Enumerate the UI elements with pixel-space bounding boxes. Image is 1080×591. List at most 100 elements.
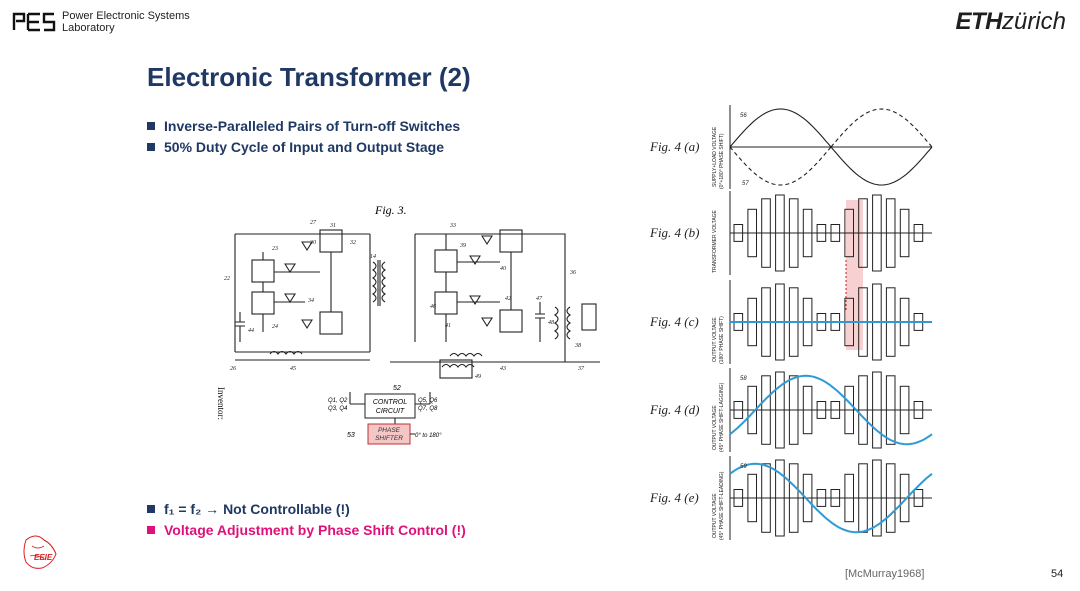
ref-label: 32: [349, 240, 356, 246]
ref-label: 45: [290, 365, 296, 372]
waveform-pulse: [733, 224, 744, 242]
ref-label: 38: [574, 343, 581, 349]
ref-label: 30: [309, 240, 316, 246]
waveform-pulse: [858, 198, 868, 268]
ref-label: 31: [329, 223, 336, 229]
pes-logo: [12, 12, 56, 32]
bullet-marker: [147, 121, 155, 130]
waveform-pulse: [844, 473, 854, 523]
slide-title: Electronic Transformer (2): [147, 62, 471, 92]
phase-label-1: PHASE: [378, 427, 401, 434]
waveform-pulse: [899, 473, 910, 523]
figure4-panel: Fig. 4 (b)TRANSFORMER VOLTAGE: [649, 191, 932, 275]
ref-label: 48: [548, 319, 554, 326]
figure3-circuit-schematic: CONTROL CIRCUIT 52 Q1, Q2 Q3, Q4 Q5, Q6 …: [216, 203, 600, 445]
bullet-item-frequency: f₁ = f₂ → Not Controllable (!): [147, 498, 466, 519]
bullet-item: Inverse-Paralleled Pairs of Turn-off Swi…: [147, 115, 460, 136]
phase-range: 0° to 180°: [415, 433, 442, 439]
waveform-pulse: [913, 224, 924, 242]
waveform-pulse: [747, 208, 758, 258]
ref-label: 42: [505, 295, 511, 302]
waveform-pulse: [775, 459, 785, 537]
ref-label: 24: [272, 323, 278, 330]
ref-label: 41: [445, 322, 451, 329]
phase-shift-highlight: [846, 200, 863, 350]
waveform-pulse: [830, 224, 841, 242]
ref-label: 36: [569, 270, 576, 276]
waveform-pulse: [775, 371, 785, 449]
waveform-pulse: [788, 375, 799, 445]
bullet-text: 50% Duty Cycle of Input and Output Stage: [164, 138, 445, 155]
figure3-caption: Fig. 3.: [374, 203, 407, 217]
switch-group-right: [434, 229, 523, 342]
page-number: 54: [1051, 568, 1064, 580]
ref-label: 44: [248, 327, 254, 334]
eth-logo-rest: zürich: [1001, 8, 1066, 35]
waveform-pulse: [885, 463, 896, 533]
waveform-pulse: [872, 371, 882, 449]
bullet-text: Voltage Adjustment by Phase Shift Contro…: [164, 521, 466, 538]
phase-label-2: SHIFTER: [375, 435, 403, 442]
waveform-pulse: [788, 463, 799, 533]
waveform-pulse: [816, 489, 827, 507]
bullet-marker: [147, 142, 155, 151]
waveform-pulse: [844, 385, 854, 435]
waveform-pulse: [858, 375, 868, 445]
waveform-line: [729, 108, 832, 148]
switch-group-left: [251, 229, 343, 335]
output-average-curve: [729, 462, 933, 534]
ref-label: 27: [310, 220, 317, 226]
waveform-line: [729, 146, 832, 186]
panel-ylabel: OUTPUT VOLTAGE: [712, 493, 718, 538]
output-average-curve: [729, 374, 933, 446]
waveform-line: [830, 108, 933, 148]
panel-ref-label: 56: [740, 113, 747, 119]
q-right-2: Q7, Q8: [418, 406, 438, 412]
panel-ylabel: TRANSFORMER VOLTAGE: [712, 209, 718, 273]
waveform-pulse: [775, 194, 785, 272]
panel-ref-label: 58: [740, 376, 747, 382]
phase-shifter-block: PHASE SHIFTER 53 0° to 180°: [347, 423, 442, 445]
waveform-pulse: [761, 375, 771, 445]
bullet-item: 50% Duty Cycle of Input and Output Stage: [147, 136, 460, 157]
eth-logo: ETHzürich: [955, 8, 1066, 36]
bullet-marker: [147, 525, 155, 534]
ref-label: 40: [500, 265, 506, 272]
transformer: [372, 260, 386, 306]
bullet-item-phase-shift: Voltage Adjustment by Phase Shift Contro…: [147, 519, 466, 540]
control-circuit-block: CONTROL CIRCUIT 52 Q1, Q2 Q3, Q4 Q5, Q6 …: [328, 385, 438, 419]
panel-ylabel-2: (45° PHASE SHIFT-LEADING): [719, 471, 725, 540]
org-name-line2: Laboratory: [62, 22, 115, 34]
ref-label: 47: [536, 295, 543, 302]
panel-ref-label: 57: [742, 181, 749, 187]
panel-ylabel: OUTPUT VOLTAGE: [712, 317, 718, 362]
panel-ylabel: OUTPUT VOLTAGE: [712, 405, 718, 450]
waveform-pulse: [733, 489, 744, 507]
waveform-pulse: [788, 198, 799, 268]
ref-label: 23: [272, 246, 278, 252]
waveform-pulse: [844, 208, 854, 258]
ref-label: 22: [224, 276, 230, 282]
panel-label: Fig. 4 (d): [649, 402, 699, 417]
bullet-text: Inverse-Paralleled Pairs of Turn-off Swi…: [164, 117, 461, 134]
ref-label: 37: [577, 366, 585, 372]
waveform-pulse: [761, 463, 771, 533]
waveform-pulse: [802, 208, 813, 258]
figure4-waveforms: Fig. 4 (a)SUPPLY+LOAD VOLTAGE(0°+180° PH…: [649, 105, 933, 540]
waveform-pulse: [885, 375, 896, 445]
waveform-line: [830, 146, 933, 186]
waveform-pulse: [747, 473, 758, 523]
ref-53: 53: [347, 432, 355, 439]
waveform-pulse: [872, 194, 882, 272]
org-name-line1: Power Electronic Systems: [62, 10, 190, 22]
panel-ylabel-2: (180° PHASE SHIFT): [719, 316, 725, 364]
waveform-pulse: [913, 401, 924, 419]
bullet-list-top: Inverse-Paralleled Pairs of Turn-off Swi…: [147, 115, 460, 157]
ref-52: 52: [393, 385, 401, 392]
ref-label: 34: [307, 297, 314, 304]
waveform-pulse: [830, 489, 841, 507]
figure4-panel: Fig. 4 (e)OUTPUT VOLTAGE(45° PHASE SHIFT…: [649, 456, 933, 540]
ref-label: 14: [370, 253, 376, 260]
figure4-panel: Fig. 4 (c)OUTPUT VOLTAGE(180° PHASE SHIF…: [649, 280, 932, 364]
q-right-1: Q5, Q6: [418, 398, 438, 404]
